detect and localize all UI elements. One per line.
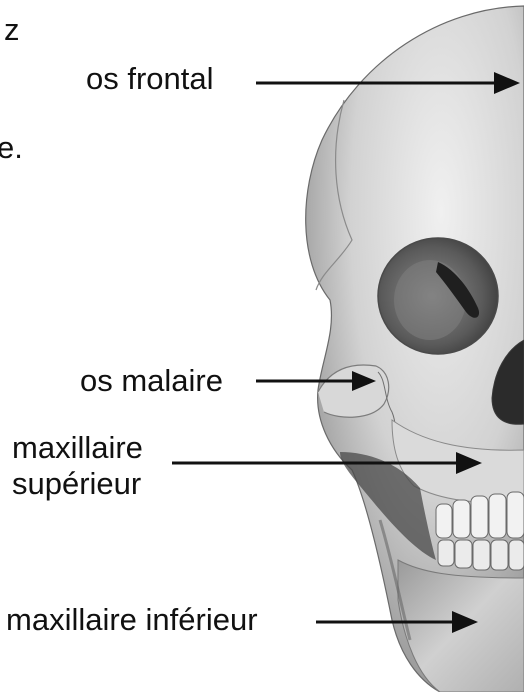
label-maxillaire-superieur-line1: maxillaire <box>12 431 143 465</box>
skull-shape <box>306 6 524 692</box>
orbit-rim-highlight <box>394 260 466 340</box>
label-maxillaire-superieur-line2: supérieur <box>12 467 141 501</box>
label-maxillaire-inferieur: maxillaire inférieur <box>6 603 258 637</box>
label-os-malaire: os malaire <box>80 364 223 398</box>
arrow-malaire <box>256 371 376 391</box>
clipped-text-middle: e. <box>0 131 23 165</box>
clipped-text-top: z <box>4 13 20 47</box>
lower-teeth <box>438 540 524 570</box>
label-os-frontal: os frontal <box>86 62 214 96</box>
